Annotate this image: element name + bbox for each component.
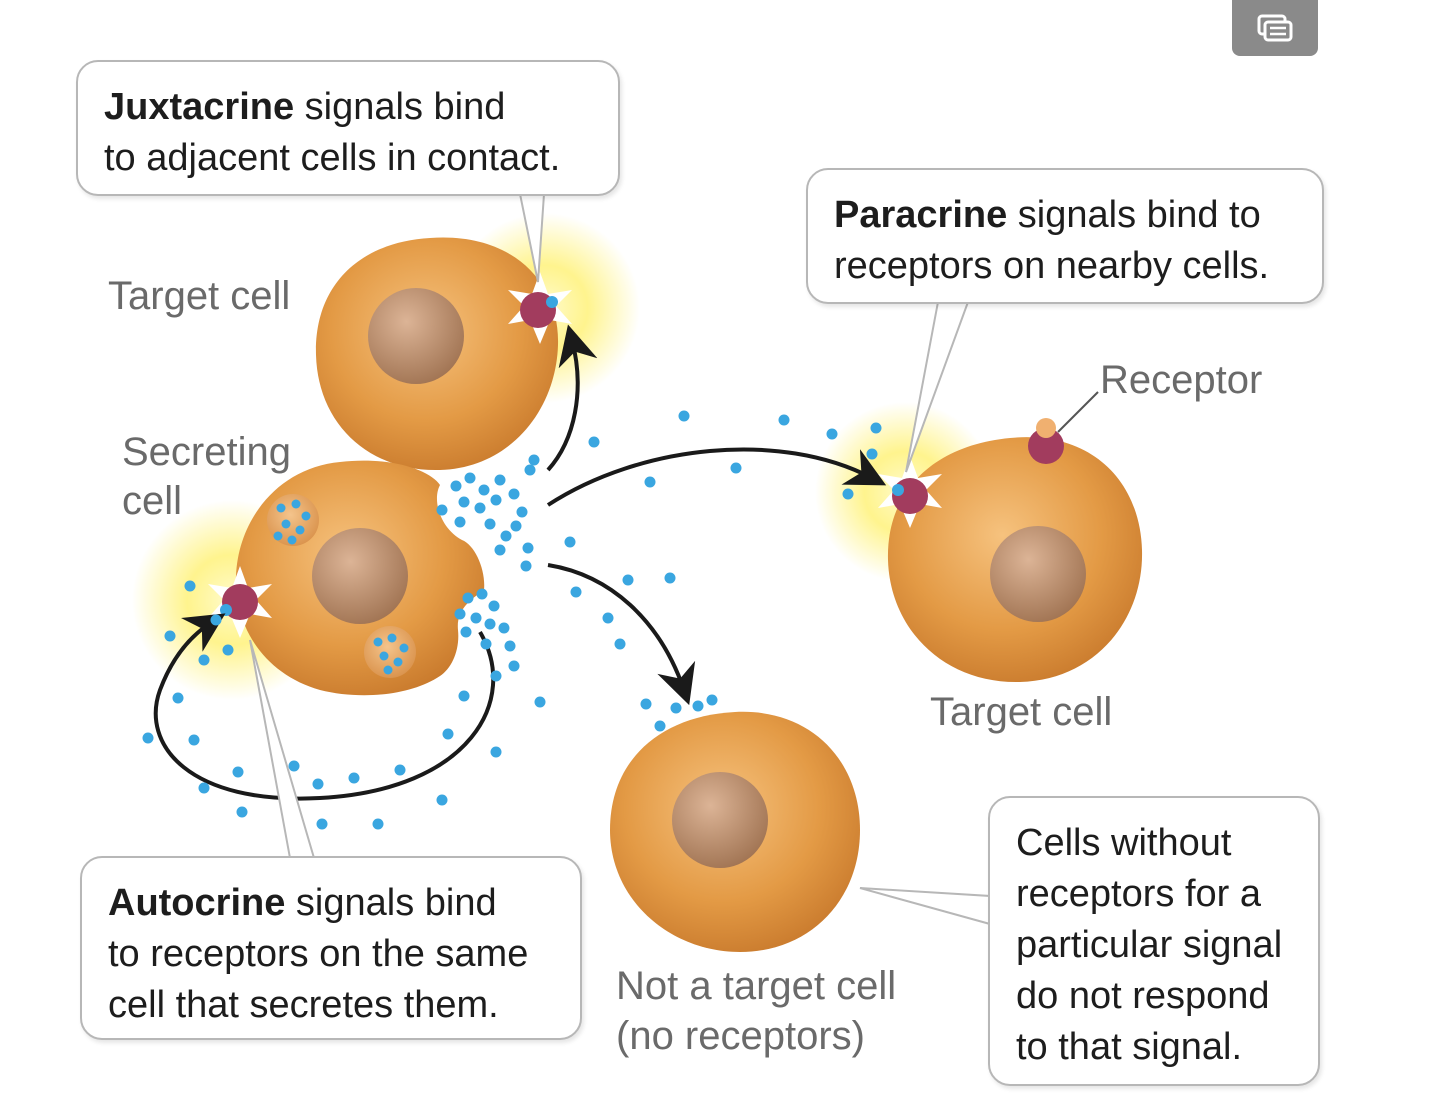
paracrine-callout: Paracrine signals bind to receptors on n… <box>806 168 1324 304</box>
autocrine-callout: Autocrine signals bind to receptors on t… <box>80 856 582 1040</box>
juxtacrine-callout: Juxtacrine signals bind to adjacent cell… <box>76 60 620 196</box>
secreting-cell-label-line1: Secreting <box>122 430 291 474</box>
paracrine-line1: signals bind to <box>1007 194 1261 236</box>
nucleus <box>672 772 768 868</box>
autocrine-arrow <box>153 613 496 801</box>
target-cell-right <box>887 437 1143 683</box>
juxtacrine-term: Juxtacrine <box>104 86 295 128</box>
juxtacrine-arrow <box>546 324 598 472</box>
receptor-label: Receptor <box>1100 358 1263 402</box>
receptor-unbound <box>1028 418 1064 464</box>
nucleus <box>312 528 408 624</box>
target-cell-right-label: Target cell <box>930 690 1113 734</box>
gallery-button[interactable] <box>1232 0 1318 56</box>
receptor-juxtacrine <box>508 272 572 344</box>
secreting-cell <box>235 460 485 696</box>
no-receptor-line5: to that signal. <box>1016 1026 1243 1068</box>
receptor-leader-line <box>1057 391 1099 433</box>
gallery-icon <box>1257 14 1293 42</box>
receptor-paracrine <box>878 456 942 528</box>
no-receptor-tail <box>859 887 991 926</box>
juxtacrine-line1: signals bind <box>294 86 506 128</box>
receptor-autocrine <box>208 566 272 638</box>
nucleus <box>990 526 1086 622</box>
no-receptor-line3: particular signal <box>1016 924 1283 966</box>
not-target-label-line1: Not a target cell <box>616 964 897 1008</box>
autocrine-line2: to receptors on the same <box>108 933 529 975</box>
no-receptor-line1: Cells without <box>1016 822 1232 864</box>
paracrine-term: Paracrine <box>834 194 1008 236</box>
not-target-label-line2: (no receptors) <box>616 1014 865 1058</box>
non-target-arrow <box>547 563 696 706</box>
target-cell-top-label: Target cell <box>108 274 291 318</box>
target-cell-top <box>315 237 559 471</box>
autocrine-term: Autocrine <box>108 882 286 924</box>
signal-molecules <box>142 410 882 830</box>
secreting-cell-label-line2: cell <box>122 479 183 523</box>
nucleus <box>368 288 464 384</box>
no-receptor-line4: do not respond <box>1016 975 1270 1017</box>
no-receptor-line2: receptors for a <box>1016 873 1261 915</box>
paracrine-arrow <box>546 447 887 507</box>
autocrine-line1: signals bind <box>285 882 497 924</box>
autocrine-line3: cell that secretes them. <box>108 984 499 1026</box>
no-receptor-callout: Cells without receptors for a particular… <box>988 796 1320 1086</box>
juxtacrine-line2: to adjacent cells in contact. <box>104 137 561 179</box>
non-target-cell <box>610 711 860 952</box>
paracrine-line2: receptors on nearby cells. <box>834 245 1270 287</box>
